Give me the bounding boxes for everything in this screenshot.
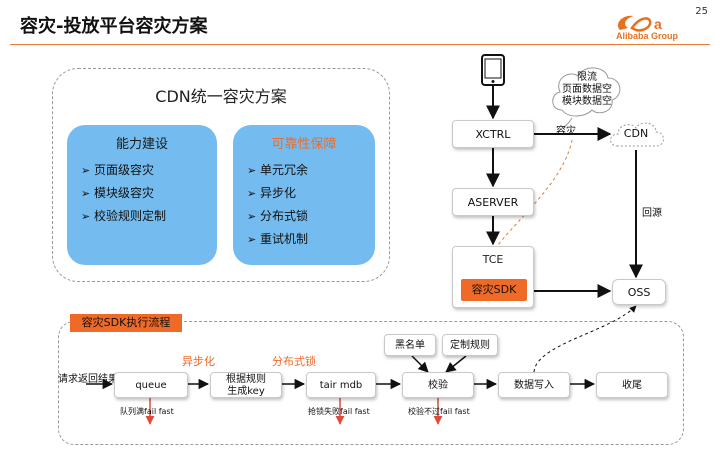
chevron-right-icon: ➢ — [247, 210, 257, 223]
disaster-sdk-block: 容灾SDK — [461, 279, 527, 301]
annotation-async: 异步化 — [182, 355, 215, 368]
svg-text:a: a — [654, 16, 662, 32]
list-item: ➢模块级容灾 — [81, 182, 166, 205]
chevron-right-icon: ➢ — [247, 187, 257, 200]
list-item: ➢分布式锁 — [247, 205, 308, 228]
cdn-label: CDN — [623, 127, 649, 140]
tce-node: TCE 容灾SDK — [452, 246, 534, 308]
cdn-panel-title: CDN统一容灾方案 — [155, 87, 287, 106]
annotation-dist-lock: 分布式锁 — [272, 355, 316, 368]
flow-input-blacklist: 黑名单 — [384, 334, 436, 356]
cdn-solution-panel: CDN统一容灾方案 能力建设 ➢页面级容灾 ➢模块级容灾 ➢校验规则定制 可靠性… — [52, 68, 390, 282]
flow-step-tair: tair mdb — [306, 372, 376, 398]
aserver-node: ASERVER — [452, 188, 534, 216]
brand-name: Alibaba Group — [616, 31, 679, 41]
cdn-cloud-icon — [610, 122, 664, 147]
oss-node: OSS — [612, 279, 666, 305]
sdk-flow-panel — [58, 321, 684, 445]
reliability-list: ➢单元冗余 ➢异步化 ➢分布式锁 ➢重试机制 — [247, 159, 308, 251]
chevron-right-icon: ➢ — [81, 187, 91, 200]
edge-label-disaster: 容灾 — [556, 126, 576, 137]
reliability-box: 可靠性保障 ➢单元冗余 ➢异步化 ➢分布式锁 ➢重试机制 — [233, 125, 375, 265]
capability-title: 能力建设 — [115, 137, 168, 152]
page-number: 25 — [695, 6, 708, 17]
list-item: ➢异步化 — [247, 182, 308, 205]
flow-step-queue: queue — [114, 372, 188, 398]
mobile-phone-icon — [481, 54, 505, 86]
capability-box: 能力建设 ➢页面级容灾 ➢模块级容灾 ➢校验规则定制 — [67, 125, 217, 265]
title-divider — [10, 44, 710, 45]
edge-label-origin: 回源 — [642, 208, 662, 219]
chevron-right-icon: ➢ — [81, 164, 91, 177]
list-item: ➢单元冗余 — [247, 159, 308, 182]
xctrl-node: XCTRL — [452, 120, 534, 148]
annotation-queue-fail: 队列满fail fast — [120, 407, 174, 416]
flow-input-custom-rules: 定制规则 — [442, 334, 498, 356]
tce-label: TCE — [482, 253, 504, 266]
flow-step-write: 数据写入 — [498, 372, 570, 398]
flow-start-label: 请求返回结果 — [58, 374, 118, 385]
chevron-right-icon: ➢ — [81, 210, 91, 223]
list-item: ➢重试机制 — [247, 228, 308, 251]
chevron-right-icon: ➢ — [247, 233, 257, 246]
reliability-title: 可靠性保障 — [271, 137, 337, 152]
slide-title: 容灾-投放平台容灾方案 — [20, 16, 208, 37]
flow-step-verify: 校验 — [402, 372, 474, 398]
alibaba-logo-icon: a — [617, 15, 662, 32]
list-item: ➢页面级容灾 — [81, 159, 166, 182]
note-cloud-icon — [552, 67, 621, 117]
list-item: ➢校验规则定制 — [81, 205, 166, 228]
flow-step-keygen: 根据规则 生成key — [210, 372, 282, 398]
capability-list: ➢页面级容灾 ➢模块级容灾 ➢校验规则定制 — [81, 159, 166, 228]
sdk-flow-tag: 容灾SDK执行流程 — [70, 314, 182, 332]
annotation-verify-fail: 校验不过fail fast — [408, 407, 470, 416]
annotation-lock-fail: 抢锁失败fail fast — [308, 407, 370, 416]
flow-step-finish: 收尾 — [596, 372, 668, 398]
note-cloud-text: 限流 页面数据空 模块数据空 — [562, 72, 612, 107]
chevron-right-icon: ➢ — [247, 164, 257, 177]
